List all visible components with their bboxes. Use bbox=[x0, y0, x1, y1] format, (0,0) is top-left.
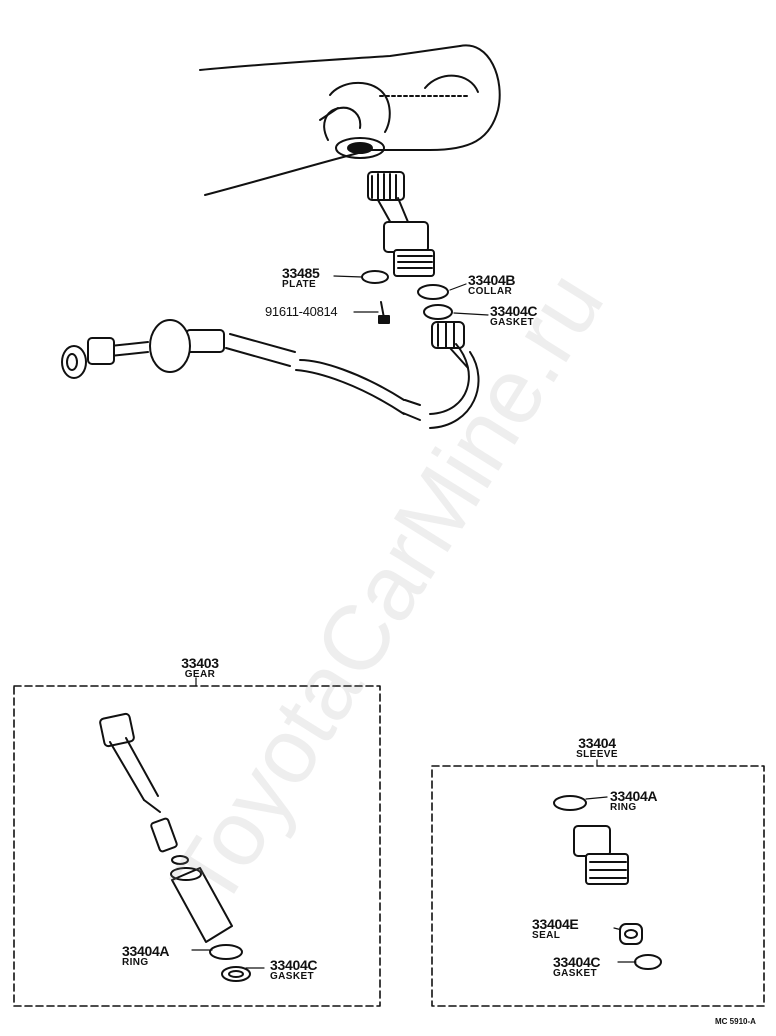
label-bolt: 91611-40814 bbox=[265, 304, 338, 319]
gear-exploded bbox=[99, 712, 251, 982]
label-gear-gasket: 33404C GASKET bbox=[270, 957, 318, 982]
driven-gear-assembly bbox=[367, 171, 435, 277]
gasket-ring-top bbox=[423, 304, 453, 320]
label-33404c-top: 33404C GASKET bbox=[490, 303, 538, 328]
plate-part bbox=[361, 270, 389, 284]
bolt-part bbox=[378, 301, 390, 324]
label-gear-ring: 33404A RING bbox=[122, 943, 170, 968]
sleeve-group-frame bbox=[431, 765, 765, 1007]
label-sleeve-group: 33404 SLEEVE bbox=[576, 735, 618, 760]
label-sleeve-seal: 33404E SEAL bbox=[532, 916, 579, 941]
label-33485: 33485 PLATE bbox=[282, 265, 320, 290]
label-gear-group: 33403 GEAR bbox=[181, 655, 219, 680]
diagram-code: MC 5910-A bbox=[715, 1017, 756, 1026]
transmission-housing bbox=[199, 44, 501, 196]
leader-lines bbox=[191, 275, 637, 969]
collar-ring bbox=[417, 284, 449, 300]
speedometer-cable bbox=[61, 319, 480, 429]
label-sleeve-ring: 33404A RING bbox=[610, 788, 658, 813]
sleeve-exploded bbox=[553, 795, 662, 970]
label-sleeve-gasket: 33404C GASKET bbox=[553, 954, 601, 979]
gear-group-frame bbox=[13, 685, 381, 1007]
label-33404b: 33404B COLLAR bbox=[468, 272, 516, 297]
